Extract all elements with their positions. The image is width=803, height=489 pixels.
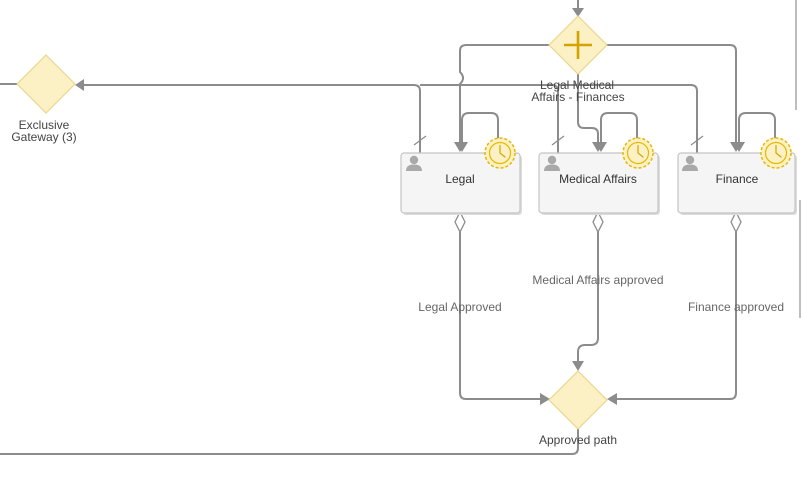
timer-icon[interactable] [622,137,654,169]
flow-timer-loop-legal[interactable] [456,112,499,152]
task-finance-label: Finance [716,172,759,186]
condition-marker-finance [730,210,742,234]
flow-parallel-to-finance[interactable] [606,44,742,152]
task-finance[interactable]: Finance [677,152,797,215]
task-medical-affairs-label: Medical Affairs [559,172,637,186]
user-icon [544,155,560,171]
flow-timer-loop-medical[interactable] [595,112,638,152]
flow-label-medical: Medical Affairs approved [532,273,663,287]
flow-timer-loop-finance[interactable] [733,112,776,152]
parallel-gateway[interactable] [548,15,608,75]
flow-label-finance: Finance approved [688,300,784,314]
flow-tasks-to-exclusive-gateway[interactable] [75,79,704,155]
flow-finance-approved[interactable] [607,232,737,405]
condition-marker-medical [592,210,604,234]
parallel-gateway-label-1: Legal Medical [540,78,614,92]
approved-path-label: Approved path [539,433,617,447]
task-legal-label: Legal [445,172,474,186]
task-medical-affairs[interactable]: Medical Affairs [538,152,660,215]
flow-medical-approved[interactable] [572,232,599,371]
exclusive-gateway[interactable] [16,54,76,114]
exclusive-gateway-label-1: Exclusive [19,118,70,132]
flow-legal-approved[interactable] [459,232,550,405]
pool-border [795,0,801,318]
flow-approved-return[interactable] [0,428,579,455]
task-legal[interactable]: Legal [400,152,522,215]
approved-path-gateway[interactable] [548,370,608,430]
exclusive-gateway-label-2: Gateway (3) [11,130,76,144]
plus-icon [564,31,592,59]
flow-incoming-top[interactable] [572,0,584,17]
user-icon [682,155,698,171]
condition-marker-legal [454,210,466,234]
parallel-gateway-label-2: Affairs - Finances [531,90,624,104]
user-icon [406,155,422,171]
timer-icon[interactable] [484,137,516,169]
flow-label-legal: Legal Approved [418,300,501,314]
timer-icon[interactable] [760,137,792,169]
